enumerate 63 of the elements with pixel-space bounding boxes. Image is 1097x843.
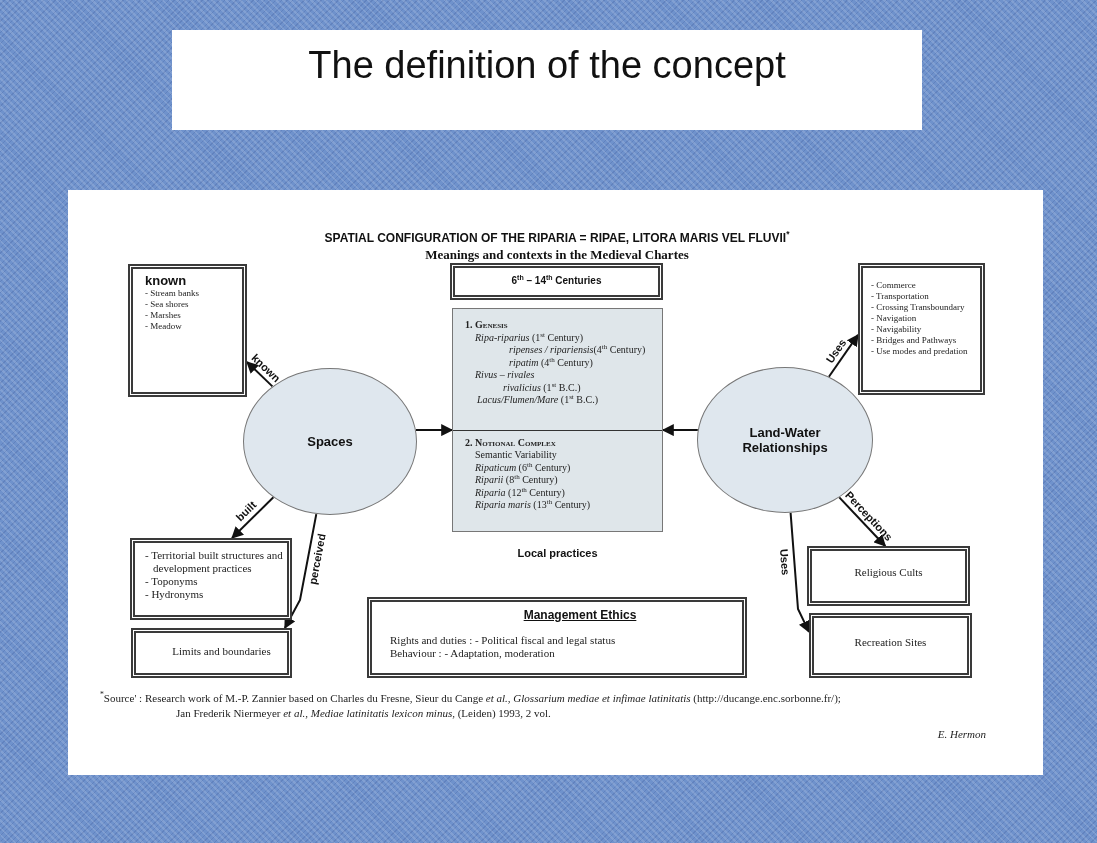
arrow (827, 333, 859, 378)
node-text: - Marshes (145, 310, 182, 321)
text-box (128, 264, 247, 397)
node-text: 6$^{th}$ – 14$^{th}$ Centuries (510, 275, 603, 286)
node-text: Ripa-riparius (1$^{st}$ Century) (475, 331, 584, 344)
node-text: - Use modes and predation (871, 346, 969, 357)
arrow (246, 361, 274, 388)
node-text: Ripaticum (6$^{th}$ Century) (475, 461, 572, 473)
node-text: - Transportation (871, 291, 930, 302)
node-text: Recreation Sites (853, 636, 928, 648)
arrow (231, 496, 275, 539)
node-text: Land-Water Relationships (741, 425, 829, 455)
node-text: Semantic Variability (475, 449, 558, 462)
node-label: Local practices (516, 547, 599, 559)
content-panel (452, 308, 663, 532)
node-text: rivalicius (1$^{st}$ B.C.) (503, 381, 582, 394)
section-heading: 1. Genesis (465, 319, 509, 332)
node-text: Riparii (8$^{th}$ Century) (475, 474, 558, 487)
diagram-heading: SPATIAL CONFIGURATION OF THE RIPARIA = RIPAE, LITORA MARIS VEL FLUVII$^{*}$ (323, 231, 791, 245)
node-text: - Hydronyms (145, 588, 205, 601)
node-text: - Toponyms (145, 575, 199, 588)
source-note: $^{*}$Source' : Research work of M.-P. Zannier based on Charles du Fresne, Sieur du Cange et al., Glossarium mediae et infimae latinitatis (http://ducange.enc.sorbonne.fr/); (100, 692, 842, 704)
arrow (283, 513, 318, 630)
node-text: Rights and duties : - Political fiscal and legal status (390, 634, 617, 647)
box-heading: known (145, 273, 188, 288)
edge-label: Uses (778, 548, 793, 576)
diagram-subheading: Meanings and contexts in the Medieval Chartes (424, 247, 690, 263)
node-text: ripatim (4$^{th}$ Century) (509, 356, 594, 369)
arrow (414, 424, 454, 437)
title: The definition of the concept (307, 44, 787, 87)
node-text: - Crossing Transboundary (871, 302, 966, 313)
node-text: Spaces (306, 434, 354, 449)
node-text: - Bridges and Pathways (871, 335, 958, 346)
box-heading: Management Ethics (522, 608, 638, 622)
text-box (131, 628, 292, 678)
node-text: Religious Cults (853, 566, 924, 578)
arrow (789, 511, 810, 633)
node-text: Lacus/Flumen/Mare (1$^{st}$ B.C.) (477, 394, 599, 407)
edge-label: perceived (306, 532, 328, 586)
node-text: - Sea shores (145, 299, 190, 310)
node-text: - Commerce (871, 280, 917, 291)
node-text: - Territorial built structures and development practices (145, 549, 283, 575)
text-box (130, 538, 292, 620)
node-text: ripenses / ripariensis(4$^{th}$ Century) (509, 344, 647, 357)
node-text: Rivus – rivales (475, 369, 536, 382)
source-note: Jan Frederik Niermeyer et al., Mediae latinitatis lexicon minus, (Leiden) 1993, 2 vol. (176, 707, 552, 719)
node-text: Behaviour : - Adaptation, moderation (390, 647, 556, 660)
node-text: - Navigation (871, 313, 918, 324)
node-text: - Stream banks (145, 288, 200, 299)
arrow (661, 424, 699, 437)
text-box (858, 263, 985, 395)
node-text: - Navigability (871, 324, 923, 335)
section-heading: 2. Notional Complex (465, 436, 557, 449)
node-text: Riparia maris (13$^{th}$ Century) (475, 499, 592, 512)
text-box (450, 263, 663, 300)
text-box (807, 546, 970, 606)
node-text: - Meadow (145, 321, 183, 332)
text-box (809, 613, 972, 678)
arrow (838, 496, 887, 547)
node-text: Riparia (12$^{th}$ Century) (475, 486, 566, 499)
node-text: Limits and boundaries (171, 645, 272, 657)
text-box (367, 597, 747, 678)
author-signature: E. Hermon (936, 728, 986, 740)
